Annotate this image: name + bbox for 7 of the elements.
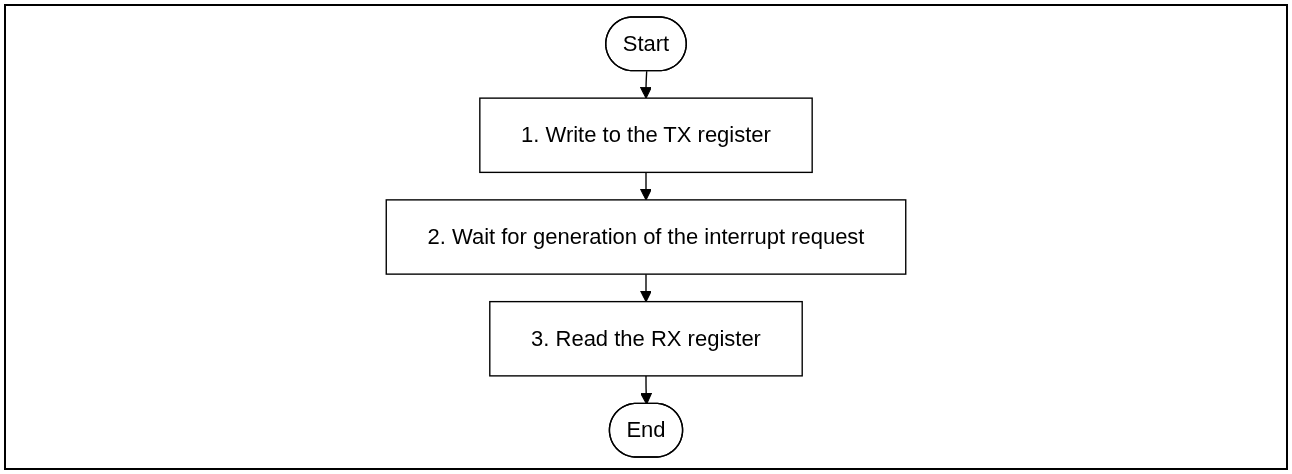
arrow (639, 70, 653, 99)
node-box: 1. Write to the TX register (479, 97, 813, 174)
node-box: 2. Wait for generation of the interrupt request (385, 199, 907, 275)
arrow (640, 375, 653, 405)
arrow (639, 171, 653, 201)
node-box: 3. Read the RX register (489, 300, 803, 377)
arrow (639, 273, 653, 303)
